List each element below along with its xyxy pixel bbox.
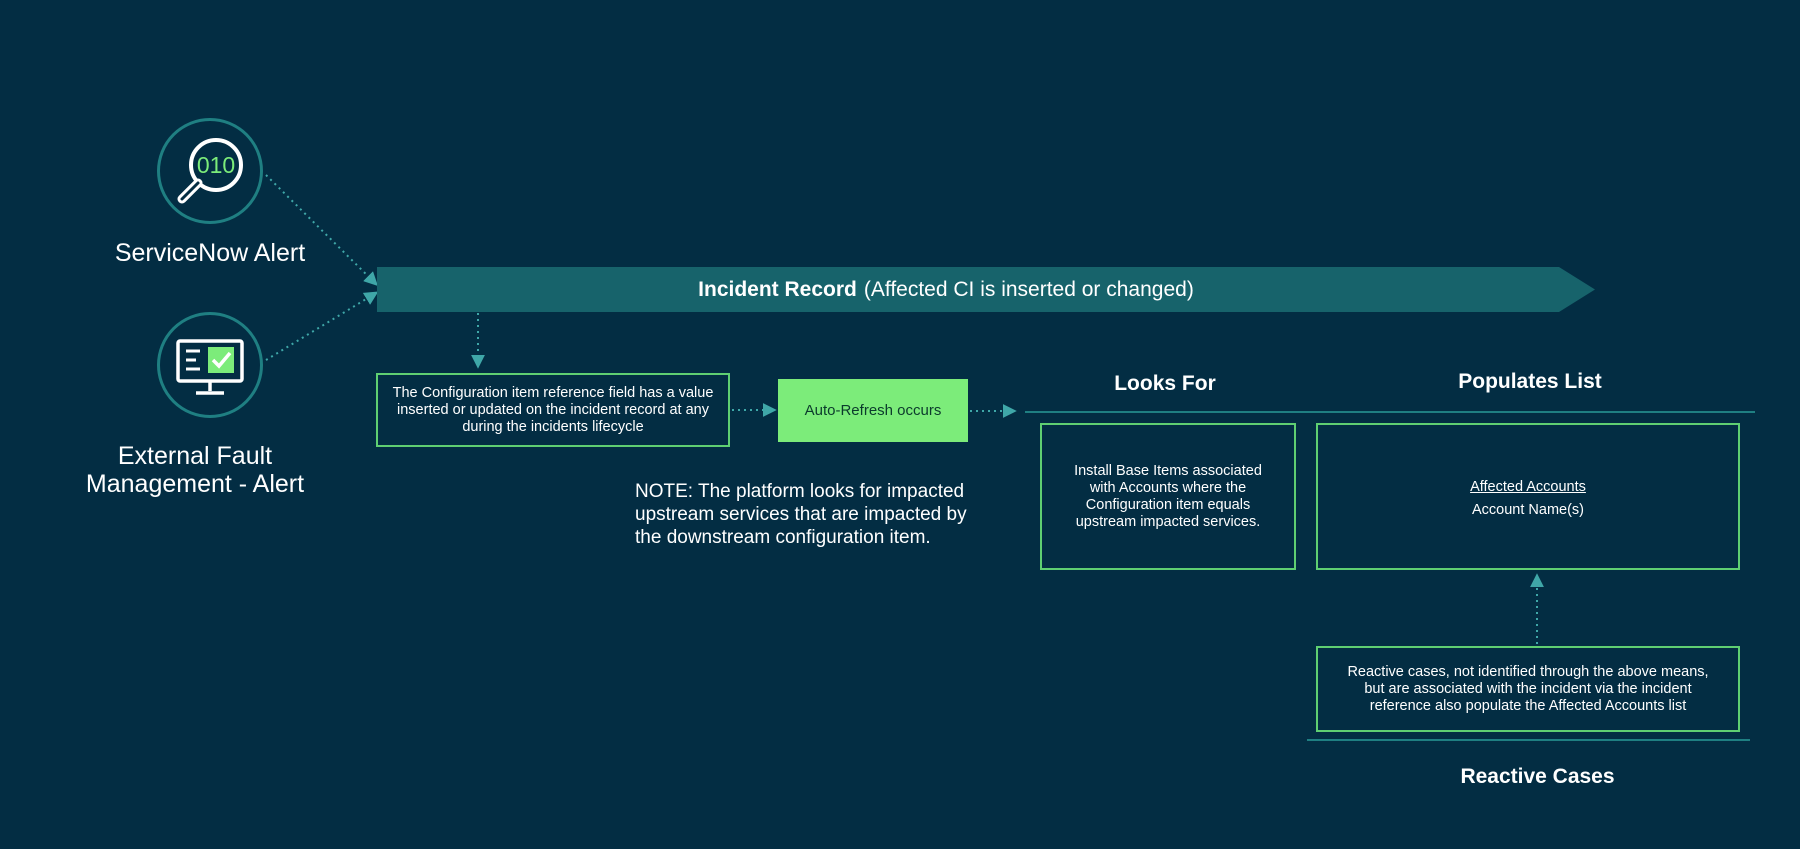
binary-text: 010	[197, 152, 235, 178]
reactive-cases-heading: Reactive Cases	[1460, 765, 1615, 788]
incident-record-banner: Incident Record (Affected CI is inserted…	[377, 267, 1595, 312]
populates-list-box: Affected Accounts Account Name(s)	[1316, 423, 1740, 570]
external-alert-label-line1: External Fault	[117, 442, 273, 470]
incident-record-subtitle: (Affected CI is inserted or changed)	[863, 277, 1194, 301]
config-item-text: The Configuration item reference field h…	[392, 384, 714, 435]
looks-for-heading: Looks For	[1114, 372, 1216, 395]
external-alert-label: External Fault Management - Alert	[55, 442, 335, 498]
magnifier-binary-icon: 010	[177, 138, 243, 204]
external-alert-icon-circle	[157, 312, 263, 418]
incident-record-title: Incident Record	[698, 277, 857, 301]
affected-accounts-title: Affected Accounts	[1470, 479, 1586, 495]
config-item-box: The Configuration item reference field h…	[376, 373, 730, 447]
looks-for-text: Install Base Items associated with Accou…	[1074, 462, 1262, 530]
servicenow-alert-icon-circle: 010	[157, 118, 263, 224]
reactive-cases-text: Reactive cases, not identified through t…	[1347, 663, 1709, 714]
looks-for-box: Install Base Items associated with Accou…	[1040, 423, 1296, 570]
looks-for-divider	[1025, 411, 1755, 413]
populates-list-heading: Populates List	[1458, 370, 1602, 393]
platform-note: NOTE: The platform looks for impacted up…	[635, 481, 967, 548]
external-alert-label-line2: Management - Alert	[85, 470, 305, 498]
account-names: Account Name(s)	[1471, 502, 1584, 518]
connector-servicenow-to-incident	[265, 174, 378, 286]
auto-refresh-box: Auto-Refresh occurs	[778, 379, 968, 442]
reactive-cases-box: Reactive cases, not identified through t…	[1316, 646, 1740, 732]
connector-external-to-incident	[265, 291, 379, 361]
monitor-check-icon	[176, 339, 244, 395]
reactive-cases-divider	[1307, 739, 1750, 741]
auto-refresh-label: Auto-Refresh occurs	[804, 402, 942, 419]
servicenow-alert-label: ServiceNow Alert	[114, 239, 306, 267]
